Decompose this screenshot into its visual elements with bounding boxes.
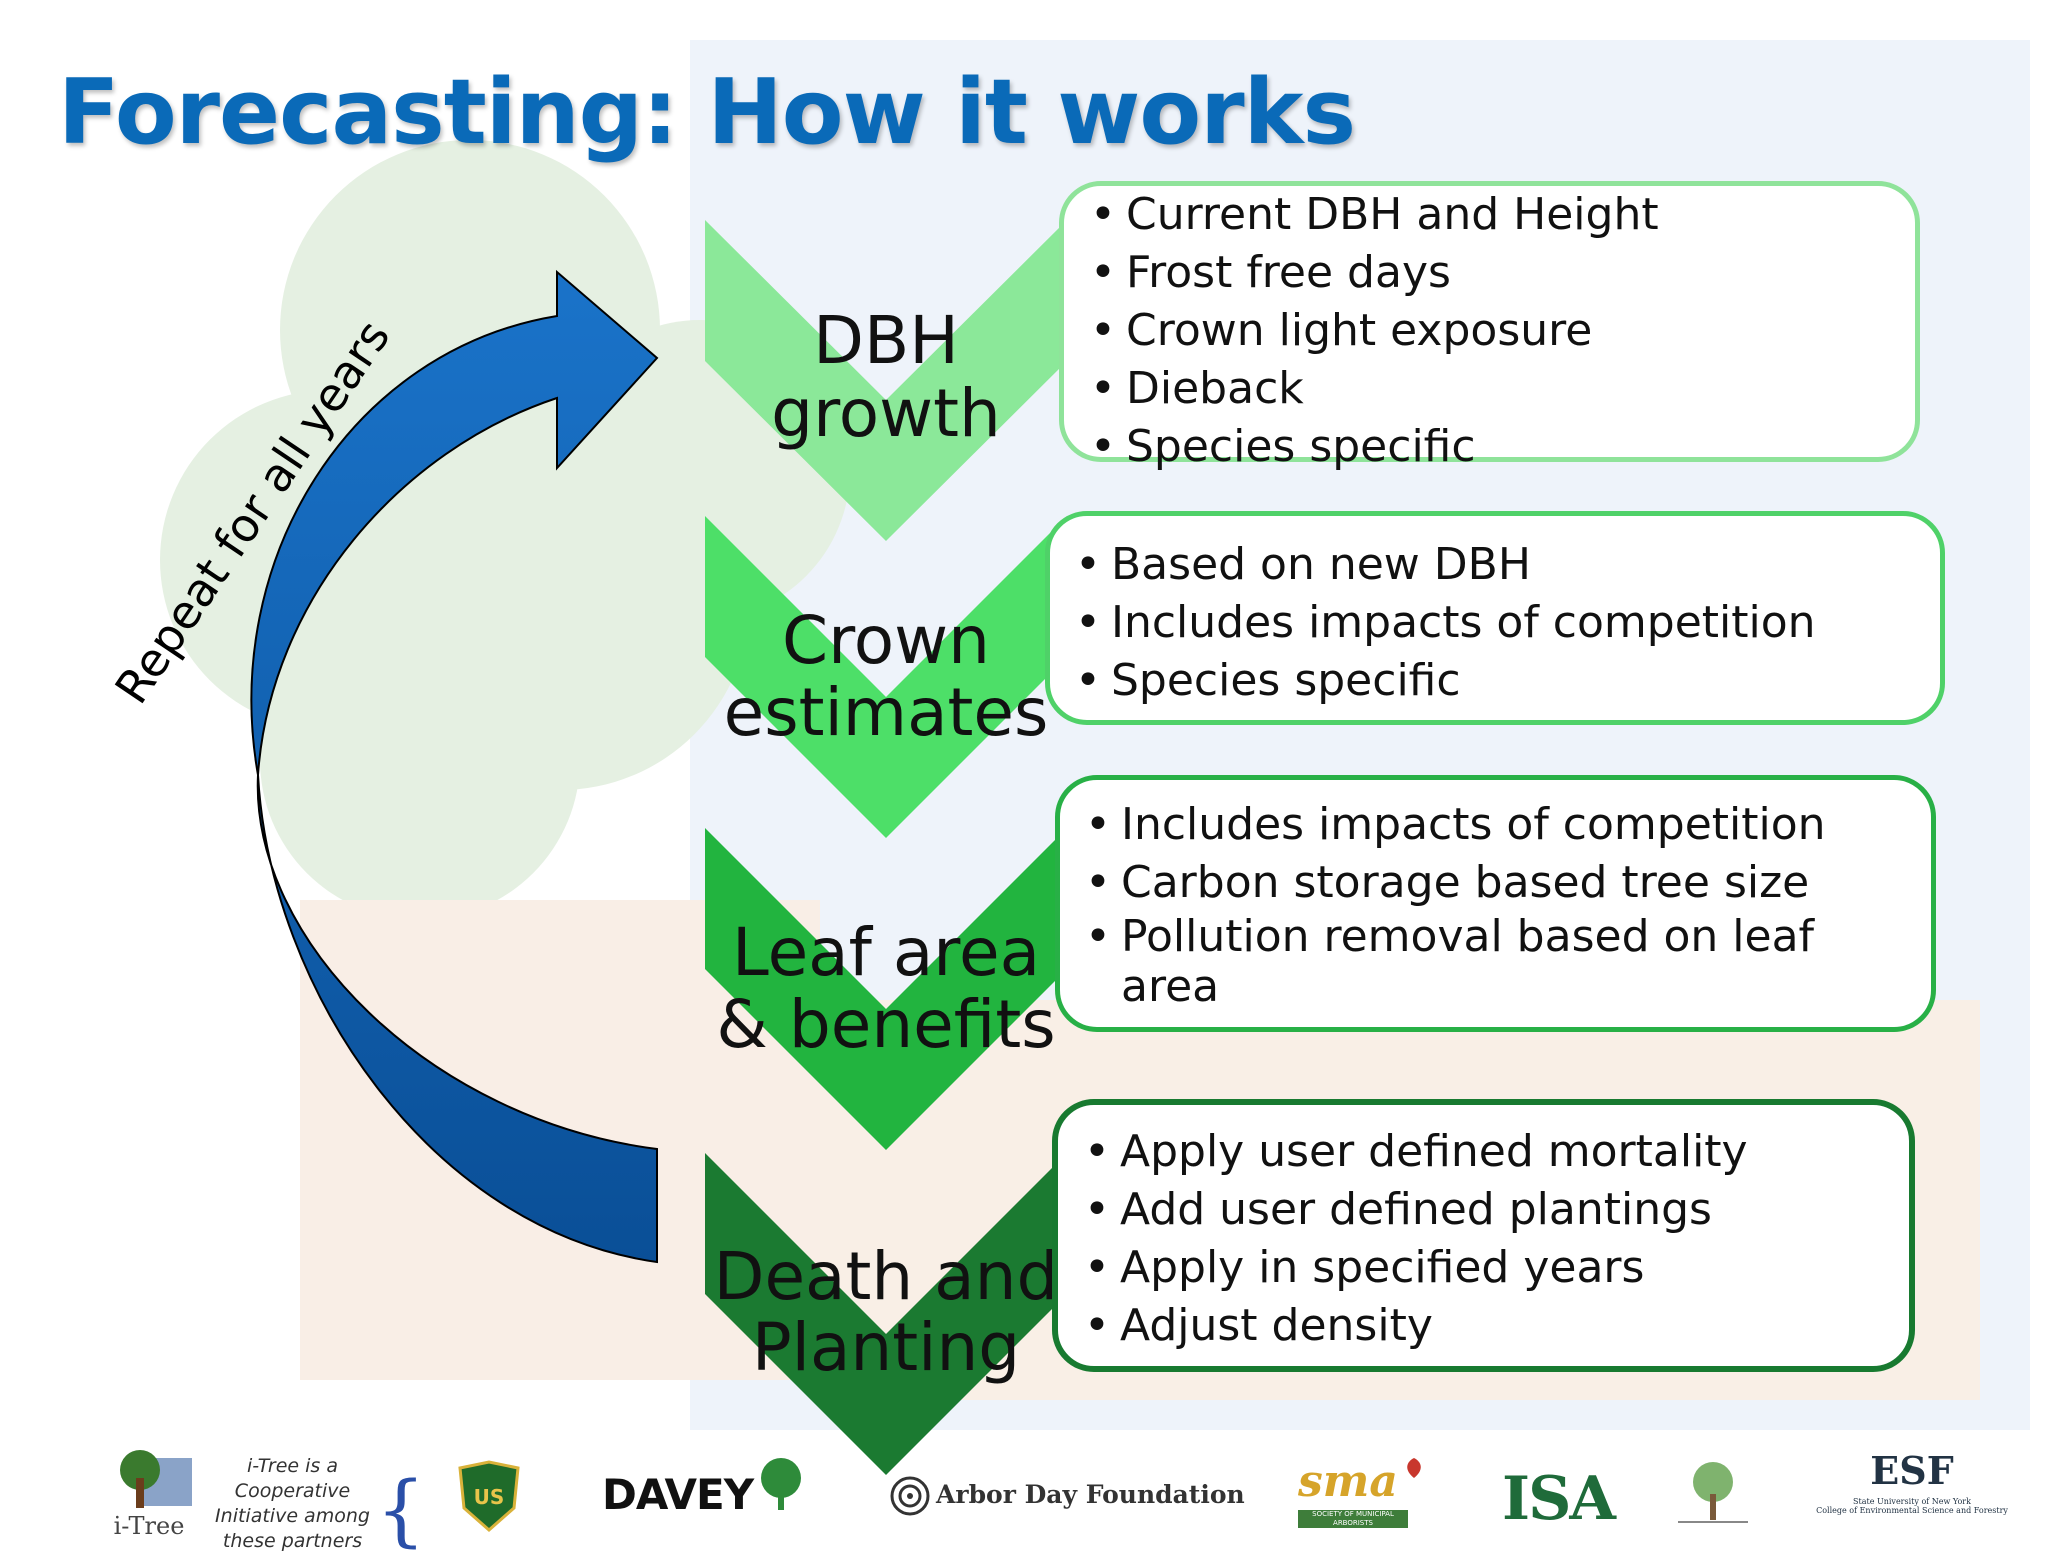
dbh-growth-details: Current DBH and Height Frost free days C… xyxy=(1059,181,1920,476)
itree-logo: i-Tree xyxy=(104,1448,194,1540)
usfs-text: US xyxy=(474,1485,505,1509)
stage-death-line2: Planting xyxy=(752,1309,1020,1386)
stage-dbh-line2: growth xyxy=(771,375,1001,452)
list-item: Adjust density xyxy=(1084,1297,1909,1355)
esf-subtitle-1: State University of New York xyxy=(1853,1497,1971,1506)
death-planting-details: Apply user defined mortality Add user de… xyxy=(1052,1099,1915,1372)
list-item: Pollution removal based on leaf area xyxy=(1085,912,1881,1012)
usfs-logo: US xyxy=(456,1460,522,1532)
stage-leaf-line1: Leaf area xyxy=(732,914,1040,991)
shield-icon: US xyxy=(458,1460,520,1532)
sma-subtitle: SOCIETY OF MUNICIPAL ARBORISTS xyxy=(1298,1510,1408,1528)
esf-subtitle-2: College of Environmental Science and For… xyxy=(1816,1506,2008,1515)
list-item: Add user defined plantings xyxy=(1084,1181,1909,1239)
chevron-leaf-area xyxy=(705,828,1067,1150)
tree-icon xyxy=(761,1458,801,1510)
crown-estimates-details: Based on new DBH Includes impacts of com… xyxy=(1045,511,1945,725)
repeat-loop-arrow xyxy=(250,269,659,1264)
tree-ring-icon xyxy=(890,1476,930,1516)
stage-leaf-line2: & benefits xyxy=(716,986,1055,1063)
partner-note: i-Tree is a Cooperative Initiative among… xyxy=(215,1455,370,1552)
list-item: Based on new DBH xyxy=(1075,536,1940,594)
sma-logo: sma SOCIETY OF MUNICIPAL ARBORISTS xyxy=(1298,1456,1428,1532)
arbor-day-logo: Arbor Day Foundation xyxy=(890,1476,1245,1520)
tree-icon xyxy=(1678,1462,1748,1523)
chevron-crown-estimates xyxy=(705,516,1067,838)
davey-text: DAVEY xyxy=(602,1470,754,1519)
stage-dbh-line1: DBH xyxy=(813,302,959,379)
isa-text: ISA xyxy=(1502,1464,1616,1534)
leaf-area-benefits-details: Includes impacts of competition Carbon s… xyxy=(1055,775,1936,1032)
stage-crown-line2: estimates xyxy=(724,674,1049,751)
tree-icon xyxy=(120,1450,192,1508)
list-item: Apply in specified years xyxy=(1084,1239,1909,1297)
stage-crown-line1: Crown xyxy=(782,602,990,679)
arbor-day-text: Arbor Day Foundation xyxy=(936,1480,1245,1509)
chevron-dbh-growth xyxy=(705,220,1067,541)
list-item: Species specific xyxy=(1075,652,1940,710)
list-item: Frost free days xyxy=(1090,244,1915,302)
brace-icon: { xyxy=(376,1466,426,1556)
sma-text: sma xyxy=(1298,1456,1398,1507)
esf-text: ESF xyxy=(1870,1448,1954,1493)
chevron-death-planting xyxy=(705,1153,1067,1475)
list-item: Species specific xyxy=(1090,418,1915,476)
list-item: Includes impacts of competition xyxy=(1075,594,1940,652)
partner-logos-footer: i-Tree i-Tree is a Cooperative Initiativ… xyxy=(0,1430,2048,1552)
list-item: Crown light exposure xyxy=(1090,302,1915,360)
itree-label: i-Tree xyxy=(113,1512,185,1540)
davey-logo: DAVEY xyxy=(602,1458,812,1530)
list-item: Dieback xyxy=(1090,360,1915,418)
list-item: Current DBH and Height xyxy=(1090,186,1915,244)
isa-logo: ISA xyxy=(1502,1464,1616,1534)
page-title: Forecasting: How it works xyxy=(58,60,1356,165)
esf-logo: ESF State University of New York College… xyxy=(1812,1448,2032,1534)
list-item: Apply user defined mortality xyxy=(1084,1123,1909,1181)
list-item: Includes impacts of competition xyxy=(1085,796,1931,854)
stage-death-line1: Death and xyxy=(714,1238,1059,1315)
casey-trees-logo xyxy=(1668,1456,1758,1532)
leaf-icon xyxy=(1407,1458,1421,1478)
list-item: Carbon storage based tree size xyxy=(1085,854,1931,912)
